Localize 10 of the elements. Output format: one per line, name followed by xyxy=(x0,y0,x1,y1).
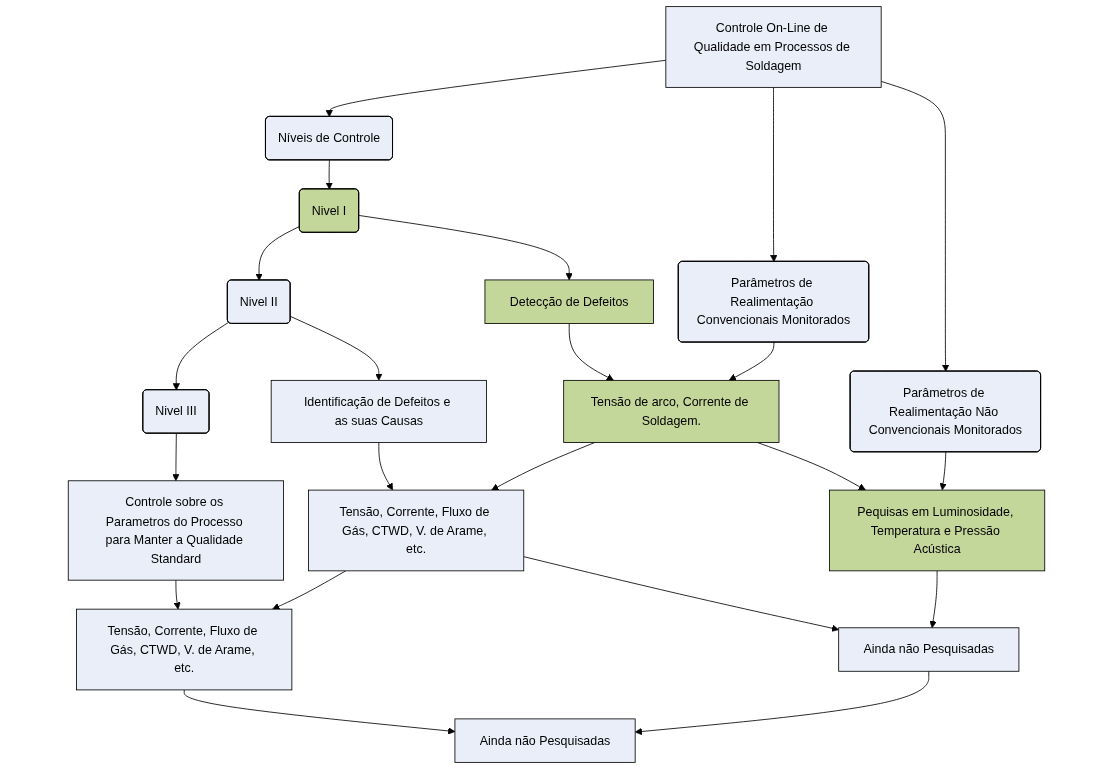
node-box: Ainda não Pesquisadas xyxy=(838,627,1020,672)
node-box: Ainda não Pesquisadas xyxy=(454,718,636,763)
node-box: Tensão, Corrente, Fluxo de Gás, CTWD, V. de Arame, etc. xyxy=(308,489,525,572)
node-box: Detecção de Defeitos xyxy=(484,279,654,324)
node-box: Pequisas em Luminosidade, Temperatura e Pressão Acústica xyxy=(829,489,1046,572)
node-box: Controle On-Line de Qualidade em Processos de Soldagem xyxy=(665,6,882,88)
node-box: Identificação de Defeitos e as suas Causas xyxy=(270,379,487,443)
node-box: Tensão, Corrente, Fluxo de Gás, CTWD, V. de Arame, etc. xyxy=(76,608,293,691)
node-box: Controle sobre os Parametros do Processo para Manter a Qualidade Standard xyxy=(67,480,284,581)
node-box: Tensão de arco, Corrente de Soldagem. xyxy=(563,379,780,443)
